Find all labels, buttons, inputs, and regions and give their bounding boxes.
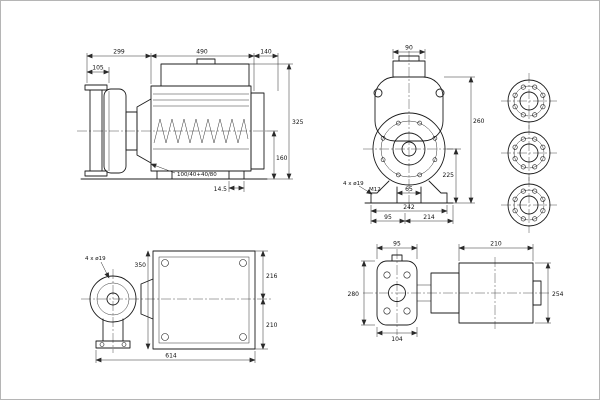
foundation-dimensions: 95 210 280 104 254 (348, 241, 564, 344)
dim-front-box-width: 90 (405, 45, 413, 52)
dim-side-fan-length: 140 (260, 49, 272, 56)
fan-cover (250, 92, 265, 170)
dim-front-height-upper: 260 (473, 118, 485, 125)
flange-details (500, 72, 558, 234)
front-holes-label: 4 x ø19 (343, 181, 364, 187)
motor-body (150, 85, 252, 172)
dim-side-motor-length: 490 (196, 49, 208, 56)
thread-label: M12 (369, 187, 381, 193)
front-feet (364, 180, 454, 204)
foundation-motor-outline (417, 262, 542, 324)
plan-dimensions: 4 x ø19 350 216 210 614 (85, 250, 278, 363)
dim-foundation-flange-width: 95 (393, 241, 401, 248)
dim-foundation-height-left: 280 (348, 291, 360, 298)
flange-view-middle (500, 124, 558, 182)
view-front-elevation: 90 260 225 M12 65 242 95 214 4 x ø (343, 45, 485, 224)
dim-side-foot: 14.5 (214, 186, 228, 193)
dim-front-base-left: 95 (384, 214, 392, 221)
dim-plan-depth-lower: 210 (266, 322, 278, 329)
dim-side-height-total: 325 (292, 119, 304, 126)
plan-holes-label: 4 x ø19 (85, 256, 106, 262)
motor-feet (80, 170, 268, 180)
terminal-box (160, 58, 250, 87)
flange-view-bottom (500, 176, 558, 234)
view-foundation: 95 210 280 104 254 (348, 241, 564, 344)
pump-inlet-flange (84, 84, 108, 177)
dim-plan-width: 350 (135, 262, 147, 269)
dim-front-base-right: 214 (423, 214, 435, 221)
dim-front-foot-inner: 65 (405, 186, 413, 193)
foundation-flange (376, 254, 418, 326)
dim-front-foot-span: 242 (403, 204, 415, 211)
dim-front-height-lower: 225 (443, 172, 455, 179)
plan-pump-casing (89, 275, 137, 349)
dim-foundation-height-right: 254 (552, 291, 564, 298)
dim-side-port-offset: 105 (92, 65, 104, 72)
dim-side-shaft-height: 160 (276, 155, 288, 162)
motor-fins (153, 118, 249, 144)
dim-foundation-base-width: 104 (391, 336, 403, 343)
dim-side-pump-length: 299 (113, 49, 125, 56)
view-plan: 4 x ø19 350 216 210 614 (81, 250, 278, 363)
motor-adapter (136, 98, 152, 164)
plan-motor (152, 250, 256, 350)
side-dimensions: 299 490 140 105 325 160 14.5 100/40+40/8… (86, 49, 304, 193)
dim-plan-length-total: 614 (165, 353, 177, 360)
front-motor-outline (373, 55, 445, 142)
view-side-elevation: 299 490 140 105 325 160 14.5 100/40+40/8… (77, 49, 304, 193)
port-size-label: 100/40+40/80 (177, 172, 217, 178)
front-volute (372, 112, 446, 186)
dim-foundation-motor-width: 210 (490, 241, 502, 248)
front-dimensions: 90 260 225 M12 65 242 95 214 4 x ø (343, 45, 485, 224)
flange-view-top (500, 72, 558, 130)
dim-plan-depth-upper: 216 (266, 273, 278, 280)
